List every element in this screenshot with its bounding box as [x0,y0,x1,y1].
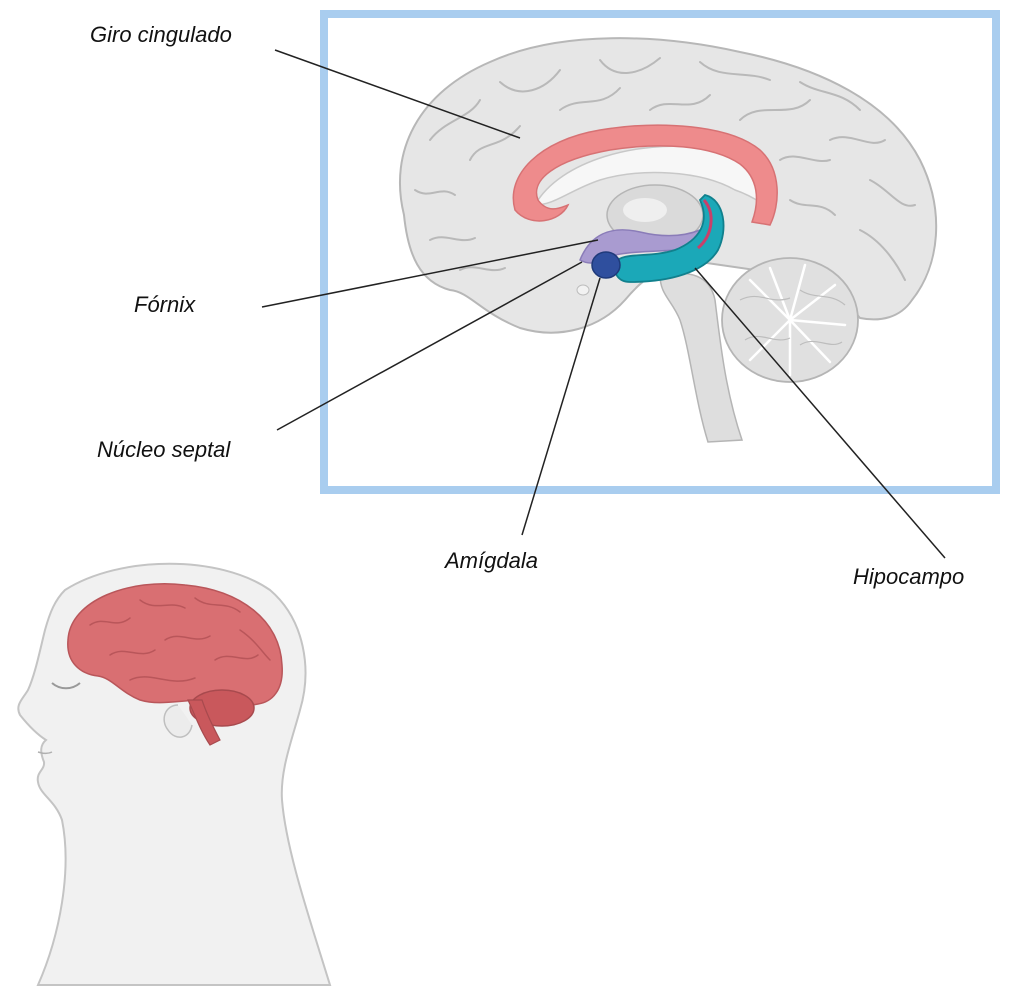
head-profile-illustration [18,564,330,985]
thalamus-highlight [623,198,667,222]
amygdala [592,252,620,278]
label-amigdala: Amígdala [443,548,538,573]
cerebellum [722,258,858,382]
pituitary [577,285,589,295]
label-hipocampo: Hipocampo [853,564,964,589]
brain-sagittal-section [400,38,936,442]
label-giro-cingulado: Giro cingulado [90,22,232,47]
label-fornix: Fórnix [134,292,196,317]
label-nucleo-septal: Núcleo septal [97,437,231,462]
